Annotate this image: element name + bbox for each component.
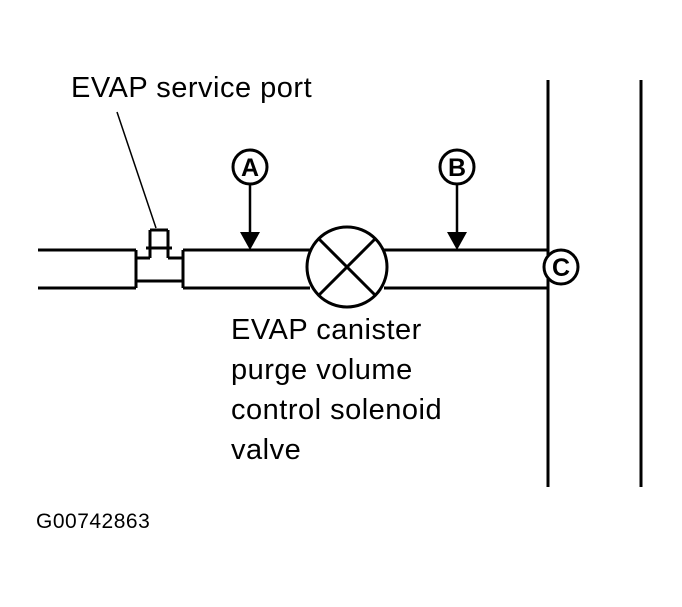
callout-a-letter: A: [241, 154, 259, 182]
callout-b: [438, 148, 476, 232]
callout-b-letter: B: [448, 154, 466, 182]
left-hose: [38, 248, 138, 290]
service-port-tee: [136, 228, 183, 283]
hose-b: [384, 248, 548, 290]
figure-id: G00742863: [36, 510, 151, 533]
service-port-label: EVAP service port: [71, 72, 313, 104]
arrow-a-icon: [240, 232, 260, 250]
callout-c: [542, 248, 580, 286]
arrow-b-icon: [447, 232, 467, 250]
solenoid-label-line-3: control solenoid: [231, 394, 443, 426]
callout-a: [231, 148, 269, 232]
solenoid-valve-symbol: [305, 225, 389, 309]
hose-a: [181, 248, 310, 290]
solenoid-label-line-4: valve: [231, 434, 302, 466]
callout-c-letter: C: [552, 254, 570, 282]
solenoid-label-line-1: EVAP canister: [231, 314, 422, 346]
solenoid-label-line-2: purge volume: [231, 354, 413, 386]
service-port-leader: [116, 111, 157, 229]
